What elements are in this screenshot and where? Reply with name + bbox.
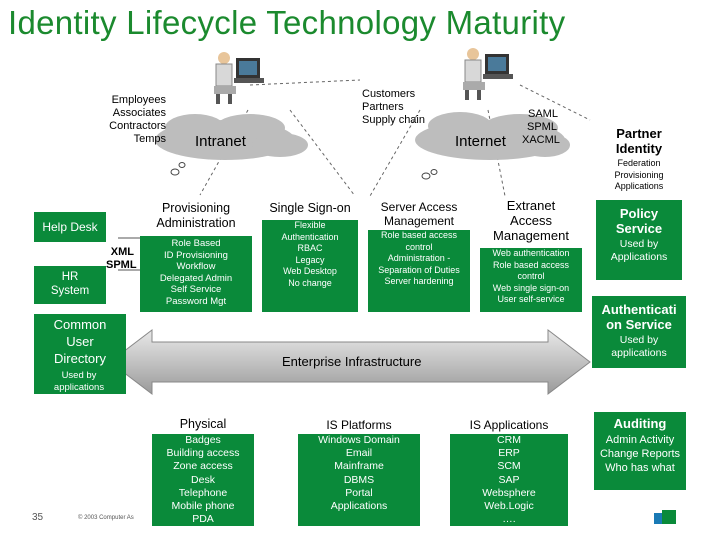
server-access-management-box: Server Access Management Role based acce… [368,196,470,312]
partner-identity-block: Partner Identity Federation Provisioning… [614,126,664,191]
dashed-line-top [249,79,361,86]
page-number: 35 [32,512,44,523]
authentication-service-box: Authenticati on Service Used by applicat… [592,296,686,368]
company-logo-icon [654,510,676,524]
xml-spml-label: XML SPML [106,246,137,271]
employees-label: Employees Associates Contractors Temps [109,94,166,145]
auditing-box: Auditing Admin Activity Change Reports W… [594,412,686,490]
enterprise-infrastructure-arrow [109,328,591,396]
internet-cloud [415,112,570,160]
intranet-label: Intranet [195,133,246,150]
standards-label: SAML SPML XACML [522,108,560,146]
is-applications-box: IS Applications CRM ERP SCM SAP Webspher… [450,414,568,526]
slide-title: Identity Lifecycle Technology Maturity [8,4,566,41]
common-user-directory-box: Common User Directory [34,314,126,394]
single-sign-on-box: Single Sign-on Flexible Authentication R… [262,196,358,312]
policy-service-box: Policy Service Used by Applications [596,200,682,280]
dashed-line-partner [519,84,591,121]
dashed-line-mid2 [369,109,421,197]
extranet-access-management-box: Extranet Access Management Web authentic… [480,196,582,312]
hr-system-box: HR System [34,266,106,304]
provisioning-administration-box: Provisioning Administration Role Based I… [140,196,252,312]
customer-workstation-icon [463,48,513,100]
common-user-directory-sub: Used by applications [53,370,105,393]
copyright-text: © 2003 Computer As [78,515,134,521]
physical-box: Physical Badges Building access Zone acc… [152,414,254,526]
enterprise-infrastructure-label: Enterprise Infrastructure [282,354,422,369]
employee-workstation-icon [214,52,264,104]
internet-label: Internet [455,133,506,150]
help-desk-box: Help Desk [34,212,106,242]
is-platforms-box: IS Platforms Windows Domain Email Mainfr… [298,414,420,526]
intranet-cloud [155,114,308,160]
customers-label: Customers Partners Supply chain [362,88,425,126]
